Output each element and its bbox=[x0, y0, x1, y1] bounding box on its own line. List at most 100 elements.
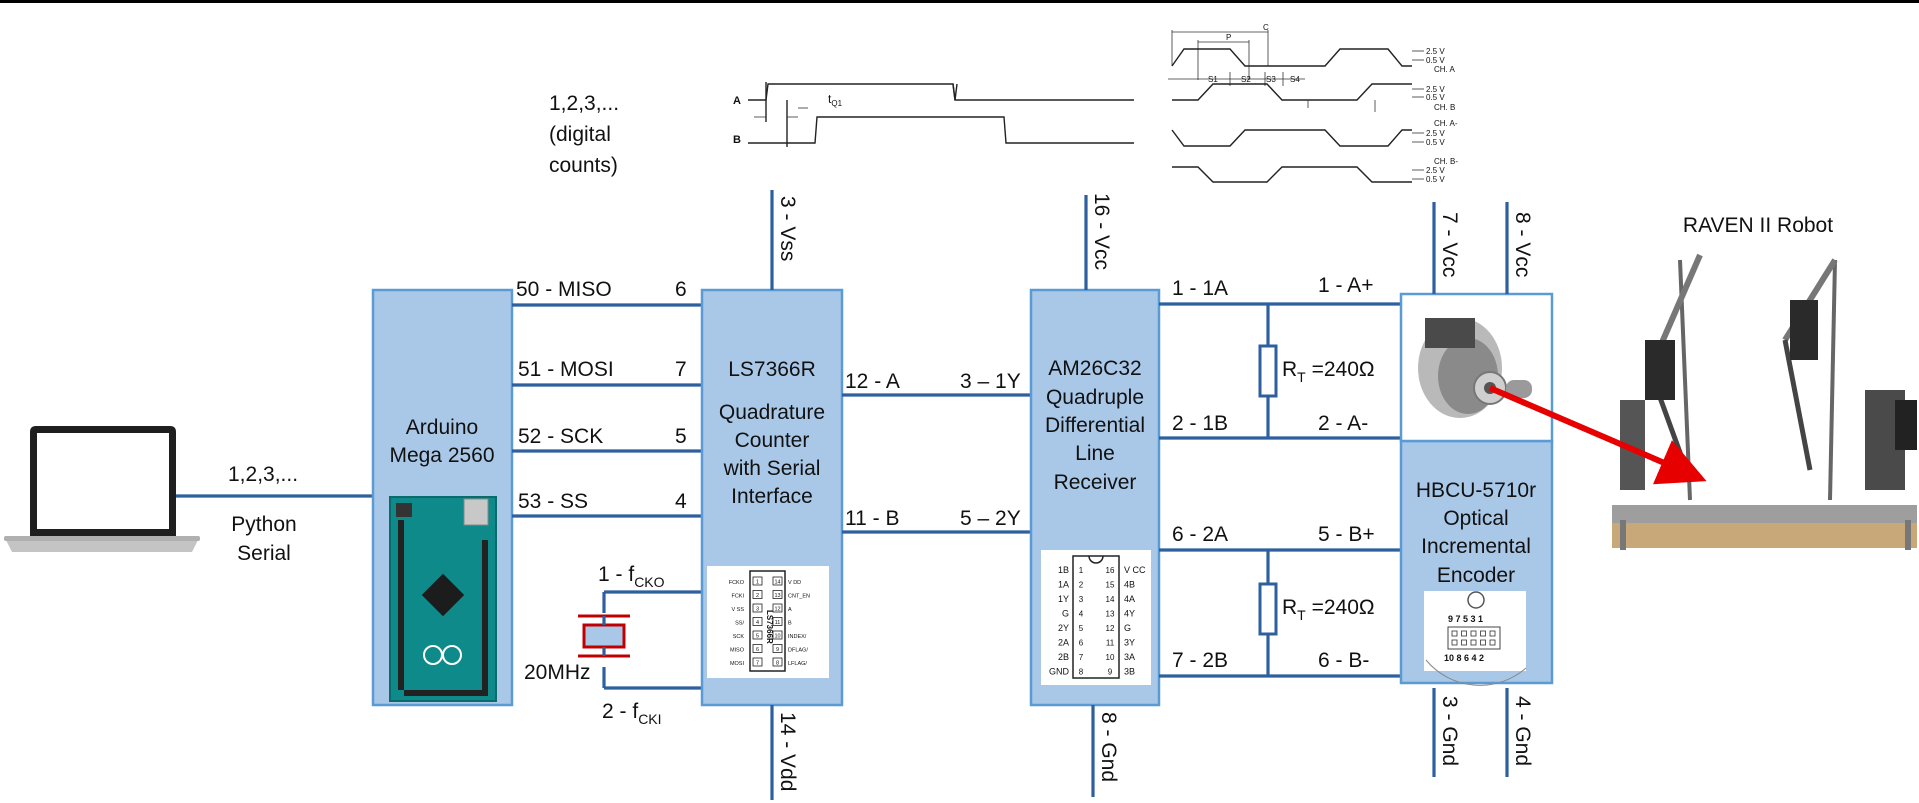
encoder-title-3: Incremental bbox=[1421, 535, 1531, 558]
svg-text:0.5 V: 0.5 V bbox=[1426, 175, 1445, 184]
am26c32-pin-number: 2 bbox=[1079, 581, 1084, 590]
am26c32-pin-number: 1 bbox=[1079, 566, 1084, 575]
am26c32-pin-number: 13 bbox=[1106, 610, 1115, 619]
ls7366r-pinout: FCKO1FCKI2V SS3SS/4SCK5MISO6MOSI714V DD1… bbox=[707, 566, 829, 678]
encoder-title-1: HBCU-5710r bbox=[1416, 479, 1536, 502]
svg-text:0.5 V: 0.5 V bbox=[1426, 138, 1445, 147]
pin-miso-label: 50 - MISO bbox=[516, 278, 612, 301]
a-minus-label: 2 - A- bbox=[1318, 412, 1368, 435]
ls7366r-pin-label: MISO bbox=[730, 648, 745, 654]
resistor-a-label: RT =240Ω bbox=[1282, 358, 1375, 385]
laptop-icon bbox=[4, 426, 200, 552]
serial-label: Serial bbox=[237, 542, 291, 565]
svg-text:CH. A: CH. A bbox=[1434, 65, 1456, 74]
ls7366r-pin-label: A bbox=[788, 607, 792, 613]
vdd-label: 14 - Vdd bbox=[776, 712, 799, 791]
digital-counts-line-2: (digital bbox=[549, 123, 611, 146]
am26c32-pin-number: 7 bbox=[1079, 653, 1084, 662]
arduino-title-2: Mega 2560 bbox=[389, 444, 494, 467]
counter-title-1: LS7366R bbox=[728, 358, 816, 381]
ls7366r-pin-number: 7 bbox=[756, 661, 759, 667]
ls7366r-pin-number: 5 bbox=[756, 634, 759, 640]
am26c32-pin-label: 3A bbox=[1124, 652, 1135, 662]
svg-text:S2: S2 bbox=[1241, 75, 1251, 84]
pin-1b-label: 2 - 1B bbox=[1172, 412, 1228, 435]
svg-text:9 7 5 3 1: 9 7 5 3 1 bbox=[1448, 614, 1483, 624]
ls7366r-pin-number: 1 bbox=[756, 580, 759, 586]
ls7366r-pin-number: 6 bbox=[756, 647, 759, 653]
ab-timing-diagram: A B tQ1 bbox=[733, 82, 1134, 147]
am26c32-pin-number: 10 bbox=[1106, 653, 1115, 662]
ls7366r-pin-label: SS/ bbox=[735, 621, 744, 627]
svg-text:P: P bbox=[1226, 33, 1231, 42]
receiver-gnd-label: 8 - Gnd bbox=[1097, 712, 1120, 782]
svg-text:2.5 V: 2.5 V bbox=[1426, 166, 1445, 175]
ls7366r-pin-label: B bbox=[788, 621, 792, 627]
robot-title: RAVEN II Robot bbox=[1683, 214, 1833, 237]
receiver-vcc-label: 16 - Vcc bbox=[1090, 193, 1113, 270]
a-plus-label: 1 - A+ bbox=[1318, 274, 1373, 297]
svg-text:2.5 V: 2.5 V bbox=[1426, 129, 1445, 138]
crystal-frequency: 20MHz bbox=[524, 661, 591, 684]
serial-counts-label: 1,2,3,... bbox=[228, 463, 298, 486]
am26c32-pin-number: 8 bbox=[1079, 668, 1084, 677]
counter-pin-6: 6 bbox=[675, 278, 687, 301]
am26c32-pin-number: 11 bbox=[1106, 639, 1115, 648]
gnd4-label: 4 - Gnd bbox=[1511, 696, 1534, 766]
pin-mosi-label: 51 - MOSI bbox=[518, 358, 614, 381]
counter-pin-4: 4 bbox=[675, 490, 687, 513]
tq1-label: tQ1 bbox=[828, 92, 843, 108]
b-plus-label: 5 - B+ bbox=[1318, 523, 1375, 546]
svg-text:CH. A-: CH. A- bbox=[1434, 119, 1458, 128]
svg-text:C: C bbox=[1263, 23, 1269, 32]
robot-photo bbox=[1612, 255, 1917, 550]
input-2y-label: 5 – 2Y bbox=[960, 507, 1021, 530]
am26c32-pin-label: 1B bbox=[1058, 565, 1069, 575]
ls7366r-pin-number: 9 bbox=[776, 647, 779, 653]
am26c32-pinout: 1B11A21Y3G42Y52A62B7GND816V CC154B144A13… bbox=[1041, 550, 1151, 685]
termination-resistor-b bbox=[1260, 550, 1276, 676]
digital-counts-line-3: counts) bbox=[549, 154, 618, 177]
am26c32-pin-number: 14 bbox=[1106, 595, 1115, 604]
ls7366r-pin-number: 2 bbox=[756, 593, 759, 599]
vcc7-label: 7 - Vcc bbox=[1438, 212, 1461, 277]
am26c32-pin-label: 4B bbox=[1124, 580, 1135, 590]
receiver-title-5: Receiver bbox=[1054, 471, 1137, 494]
ls7366r-pin-label: DFLAG/ bbox=[788, 648, 808, 654]
receiver-title-2: Quadruple bbox=[1046, 386, 1144, 409]
svg-text:S3: S3 bbox=[1266, 75, 1276, 84]
ls7366r-pin-number: 3 bbox=[756, 607, 759, 613]
gnd3-label: 3 - Gnd bbox=[1438, 696, 1461, 766]
ls7366r-pin-number: 14 bbox=[774, 580, 780, 586]
output-a-label: 12 - A bbox=[845, 370, 900, 393]
am26c32-pin-label: G bbox=[1124, 623, 1131, 633]
fcko-label: 1 - fCKO bbox=[598, 563, 665, 590]
input-1y-label: 3 – 1Y bbox=[960, 370, 1021, 393]
receiver-title-1: AM26C32 bbox=[1048, 357, 1141, 380]
am26c32-pin-label: 3B bbox=[1124, 667, 1135, 677]
termination-resistor-a bbox=[1260, 304, 1276, 438]
ls7366r-pin-number: 4 bbox=[756, 620, 759, 626]
vss-label: 3 - Vss bbox=[776, 196, 799, 261]
am26c32-pin-label: 3Y bbox=[1124, 638, 1135, 648]
am26c32-pin-number: 3 bbox=[1079, 595, 1084, 604]
counter-title-3: Counter bbox=[735, 429, 810, 452]
svg-text:B: B bbox=[733, 134, 741, 146]
counter-title-2: Quadrature bbox=[719, 401, 825, 424]
svg-text:CH. B-: CH. B- bbox=[1434, 157, 1458, 166]
pin-sck-label: 52 - SCK bbox=[518, 425, 603, 448]
encoder-title-2: Optical bbox=[1443, 507, 1508, 530]
ls7366r-pin-label: FCKI bbox=[731, 594, 744, 600]
counter-pin-5: 5 bbox=[675, 425, 687, 448]
am26c32-pin-number: 9 bbox=[1108, 668, 1113, 677]
ls7366r-pin-label: LFLAG/ bbox=[788, 661, 807, 667]
pin-2b-label: 7 - 2B bbox=[1172, 649, 1228, 672]
ls7366r-pin-label: V SS bbox=[731, 607, 744, 613]
arduino-title-1: Arduino bbox=[406, 416, 478, 439]
am26c32-pin-number: 6 bbox=[1079, 639, 1084, 648]
ls7366r-pin-number: 10 bbox=[774, 634, 780, 640]
am26c32-pin-label: 1Y bbox=[1058, 594, 1069, 604]
fcki-label: 2 - fCKI bbox=[602, 700, 662, 727]
am26c32-pin-label: V CC bbox=[1124, 565, 1146, 575]
